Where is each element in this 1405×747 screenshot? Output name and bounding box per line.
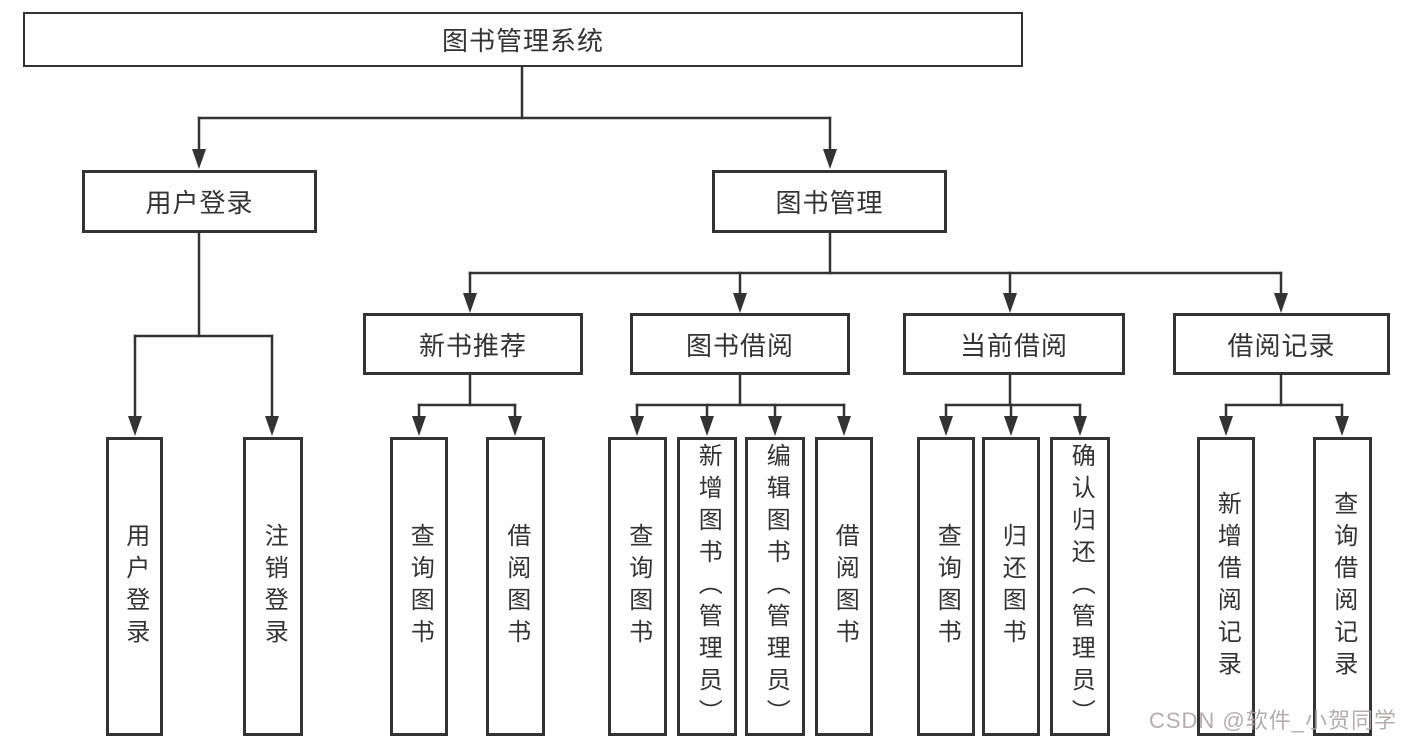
node-borrow-records: 借阅记录 (1173, 313, 1390, 375)
node-book-borrow-label: 图书借阅 (685, 330, 794, 361)
leaf-borrow-book-2: 借阅图书 (815, 437, 873, 736)
leaf-query-book-1-label: 查询图书 (406, 522, 434, 651)
leaf-edit-book-admin: 编辑图书（管理员） (745, 437, 805, 736)
leaf-user-login-label: 用户登录 (121, 522, 149, 651)
leaf-add-borrow-record-label: 新增借阅记录 (1213, 490, 1241, 683)
node-borrow-records-label: 借阅记录 (1227, 330, 1336, 361)
arrowhead-icon (265, 416, 279, 436)
arrowhead-icon (823, 149, 837, 169)
connector-user-login (128, 231, 279, 436)
arrowhead-icon (768, 416, 782, 436)
leaf-query-borrow-record: 查询借阅记录 (1313, 437, 1372, 736)
node-new-book-recommend: 新书推荐 (363, 313, 583, 375)
node-root: 图书管理系统 (23, 12, 1023, 67)
connector-current-borrow (939, 373, 1087, 436)
node-book-management: 图书管理 (712, 170, 947, 233)
leaf-confirm-return-admin: 确认归还（管理员） (1050, 437, 1110, 736)
leaf-logout-label: 注销登录 (260, 522, 288, 651)
leaf-edit-book-admin-label: 编辑图书（管理员） (762, 442, 790, 731)
connector-new-book-recommend (412, 373, 522, 436)
arrowhead-icon (733, 293, 747, 313)
arrowhead-icon (1073, 416, 1087, 436)
arrowhead-icon (508, 416, 522, 436)
arrowhead-icon (1004, 416, 1018, 436)
leaf-confirm-return-admin-label: 确认归还（管理员） (1067, 442, 1095, 731)
leaf-return-book-label: 归还图书 (998, 522, 1026, 651)
arrowhead-icon (463, 293, 477, 313)
connector-book-borrow (630, 373, 851, 436)
leaf-borrow-book-1-label: 借阅图书 (502, 522, 530, 651)
leaf-query-book-2-label: 查询图书 (624, 522, 652, 651)
connector-borrow-records (1219, 373, 1349, 436)
arrowhead-icon (1219, 416, 1233, 436)
arrowhead-icon (700, 416, 714, 436)
node-book-management-label: 图书管理 (775, 188, 884, 218)
arrowhead-icon (1003, 293, 1017, 313)
node-user-login: 用户登录 (82, 170, 317, 233)
node-user-login-label: 用户登录 (145, 188, 254, 218)
leaf-borrow-book-1: 借阅图书 (486, 437, 545, 736)
leaf-user-login: 用户登录 (106, 437, 163, 736)
leaf-query-book-3: 查询图书 (917, 437, 975, 736)
connector-root (192, 65, 837, 169)
leaf-add-borrow-record: 新增借阅记录 (1197, 437, 1255, 736)
leaf-borrow-book-2-label: 借阅图书 (831, 522, 859, 651)
arrowhead-icon (128, 416, 142, 436)
leaf-add-book-admin-label: 新增图书（管理员） (694, 442, 722, 731)
leaf-query-book-3-label: 查询图书 (933, 522, 961, 651)
arrowhead-icon (412, 416, 426, 436)
node-book-borrow: 图书借阅 (630, 313, 850, 375)
leaf-query-book-2: 查询图书 (608, 437, 667, 736)
connector-book-management (463, 231, 1288, 313)
arrowhead-icon (630, 416, 644, 436)
arrowhead-icon (837, 416, 851, 436)
node-current-borrow-label: 当前借阅 (959, 330, 1068, 361)
node-current-borrow: 当前借阅 (903, 313, 1125, 375)
leaf-query-borrow-record-label: 查询借阅记录 (1329, 490, 1357, 683)
leaf-return-book: 归还图书 (982, 437, 1040, 736)
leaf-query-book-1: 查询图书 (390, 437, 448, 736)
arrowhead-icon (939, 416, 953, 436)
arrowhead-icon (1274, 293, 1288, 313)
leaf-add-book-admin: 新增图书（管理员） (677, 437, 737, 736)
node-new-book-recommend-label: 新书推荐 (418, 330, 527, 361)
arrowhead-icon (192, 149, 206, 169)
arrowhead-icon (1335, 416, 1349, 436)
leaf-logout: 注销登录 (243, 437, 303, 736)
node-root-label: 图书管理系统 (441, 26, 604, 56)
